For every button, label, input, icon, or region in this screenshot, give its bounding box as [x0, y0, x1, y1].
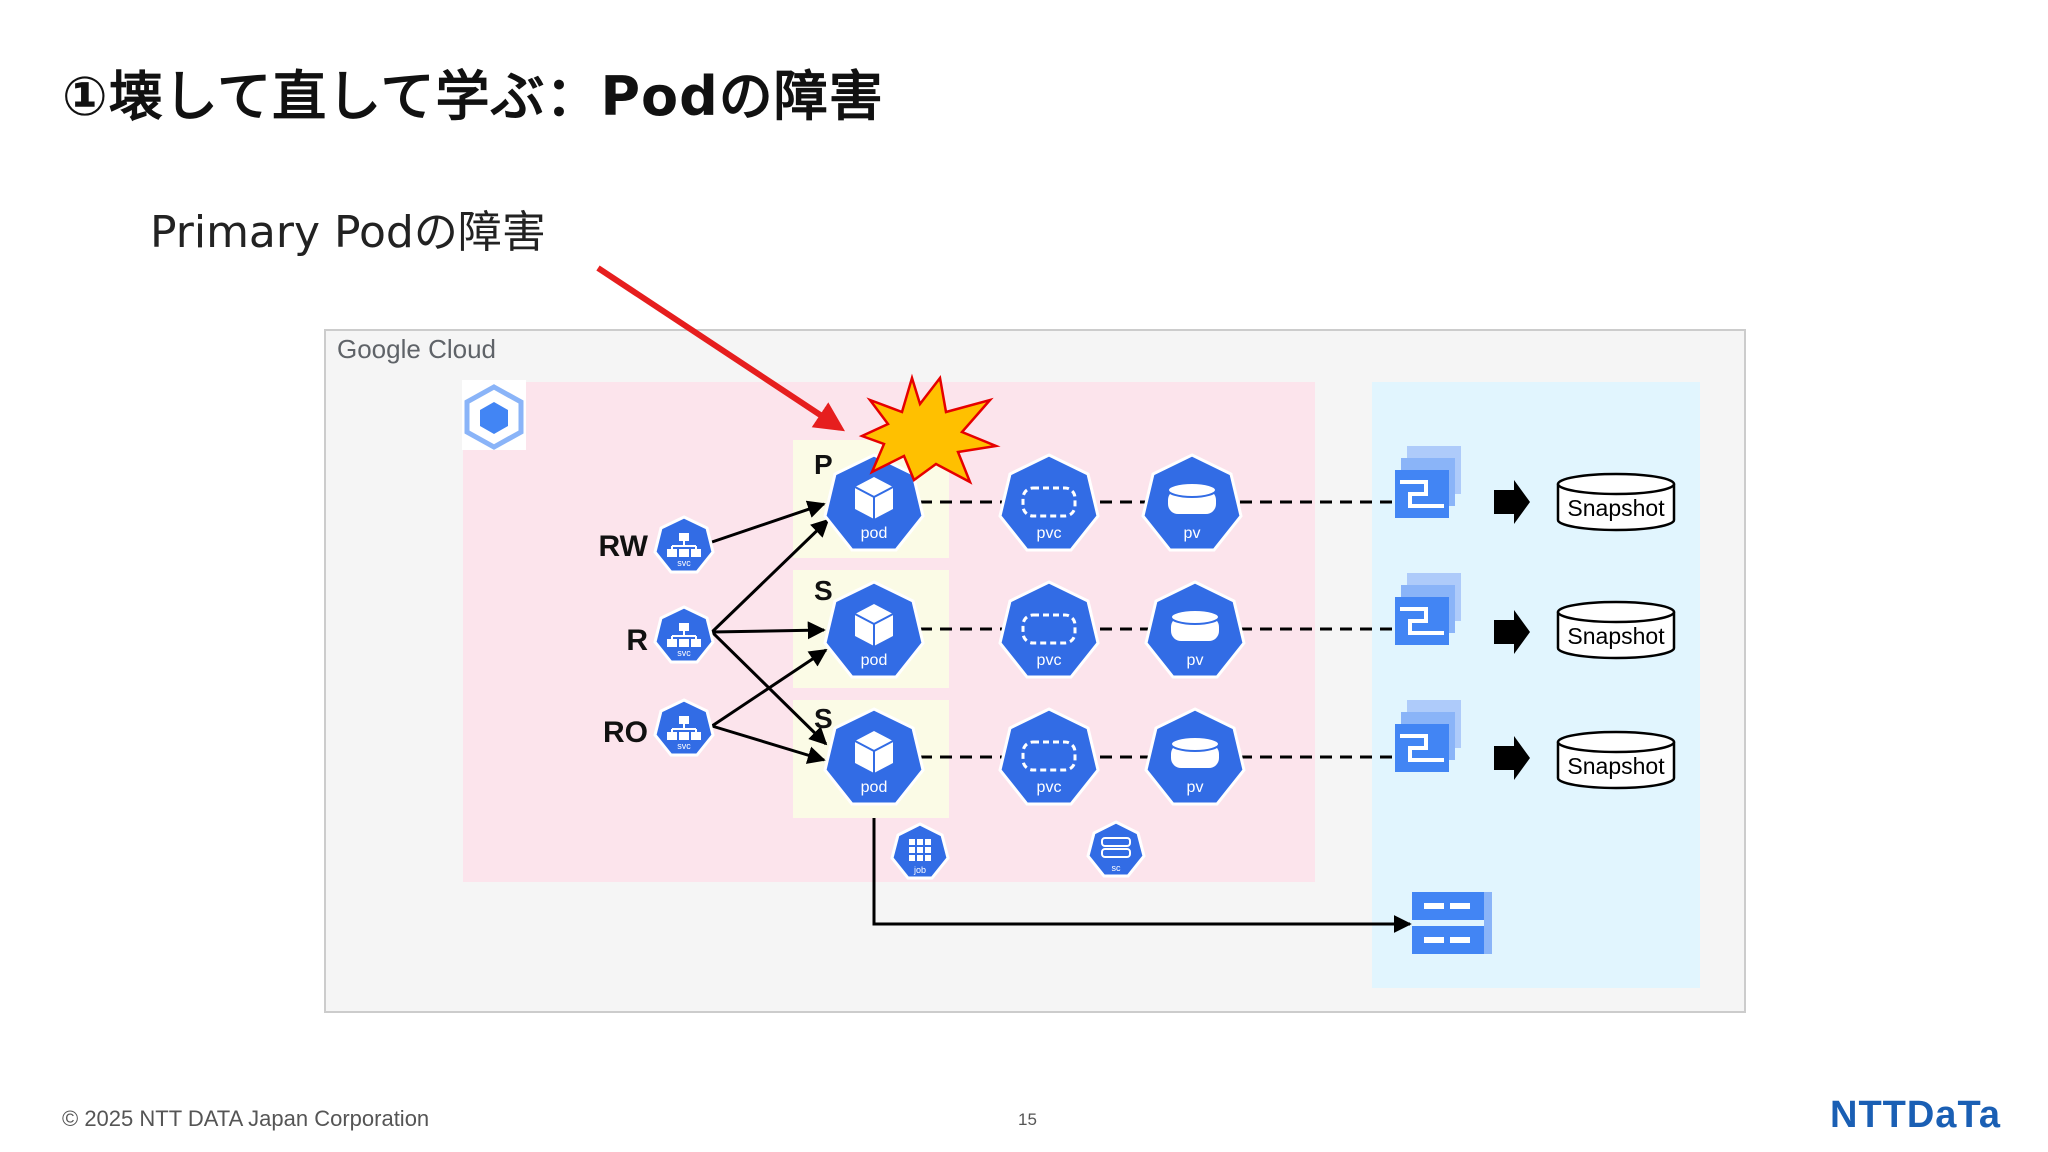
service-rw: svc: [653, 515, 715, 574]
service-label-r: R: [626, 624, 648, 657]
pod-label: pod: [861, 652, 888, 669]
backup-arrow: [872, 818, 1412, 933]
snapshot-label: Snapshot: [1567, 623, 1665, 649]
ntt-data-logo: NTTDaTa: [1830, 1094, 2001, 1136]
storage-class-icon: sc: [1086, 820, 1146, 878]
persistent-disk-icon-2: [1395, 573, 1461, 645]
persistent-disk-icon-3: [1395, 700, 1461, 772]
service-label-ro: RO: [603, 716, 648, 749]
persistent-disk-icon-1: [1395, 446, 1461, 518]
pv-label: pv: [1184, 525, 1201, 542]
slide-subtitle: Primary Podの障害: [150, 207, 546, 258]
footer-copyright: © 2025 NTT DATA Japan Corporation: [62, 1106, 430, 1131]
failure-pointer-arrow: [596, 265, 846, 432]
pod-label: pod: [861, 779, 888, 796]
pod-standby-2: pod: [823, 707, 925, 806]
pv-3: pv: [1144, 707, 1246, 806]
service-label-rw: RW: [599, 530, 649, 563]
pv-2: pv: [1144, 580, 1246, 679]
pvc-label: pvc: [1037, 779, 1062, 796]
snapshot-label: Snapshot: [1567, 495, 1665, 521]
snapshot-3: Snapshot: [1556, 730, 1676, 790]
pvc-label: pvc: [1037, 652, 1062, 669]
pvc-1: pvc: [998, 453, 1100, 552]
pv-label: pv: [1187, 779, 1204, 796]
snapshot-label: Snapshot: [1567, 753, 1665, 779]
role-label-standby-1: S: [814, 575, 833, 606]
snapshot-1: Snapshot: [1556, 472, 1676, 532]
sc-label: sc: [1112, 863, 1122, 873]
page-number: 15: [1018, 1110, 1037, 1129]
pvc-label: pvc: [1037, 525, 1062, 542]
pod-standby-1: pod: [823, 580, 925, 679]
role-label-standby-2: S: [814, 703, 833, 734]
service-r: svc: [653, 605, 715, 664]
slide-title: ①壊して直して学ぶ：Podの障害: [62, 65, 884, 128]
pv-1: pv: [1141, 453, 1243, 552]
role-label-primary: P: [814, 449, 833, 480]
pod-label: pod: [861, 525, 888, 542]
pv-label: pv: [1187, 652, 1204, 669]
pvc-3: pvc: [998, 707, 1100, 806]
job-icon: job: [890, 822, 950, 880]
service-routing-arrows: [710, 500, 830, 764]
snapshot-2: Snapshot: [1556, 600, 1676, 660]
snapshot-arrows: [1494, 480, 1530, 780]
gke-icon: [462, 380, 526, 450]
svc-label: svc: [677, 558, 691, 568]
svc-label: svc: [677, 741, 691, 751]
service-ro: svc: [653, 698, 715, 757]
failure-explosion-icon: [858, 373, 1001, 485]
google-cloud-logo: Google Cloud: [337, 334, 496, 364]
pvc-2: pvc: [998, 580, 1100, 679]
job-label: job: [913, 865, 926, 875]
svc-label: svc: [677, 648, 691, 658]
backup-storage-icon: [1412, 892, 1492, 954]
